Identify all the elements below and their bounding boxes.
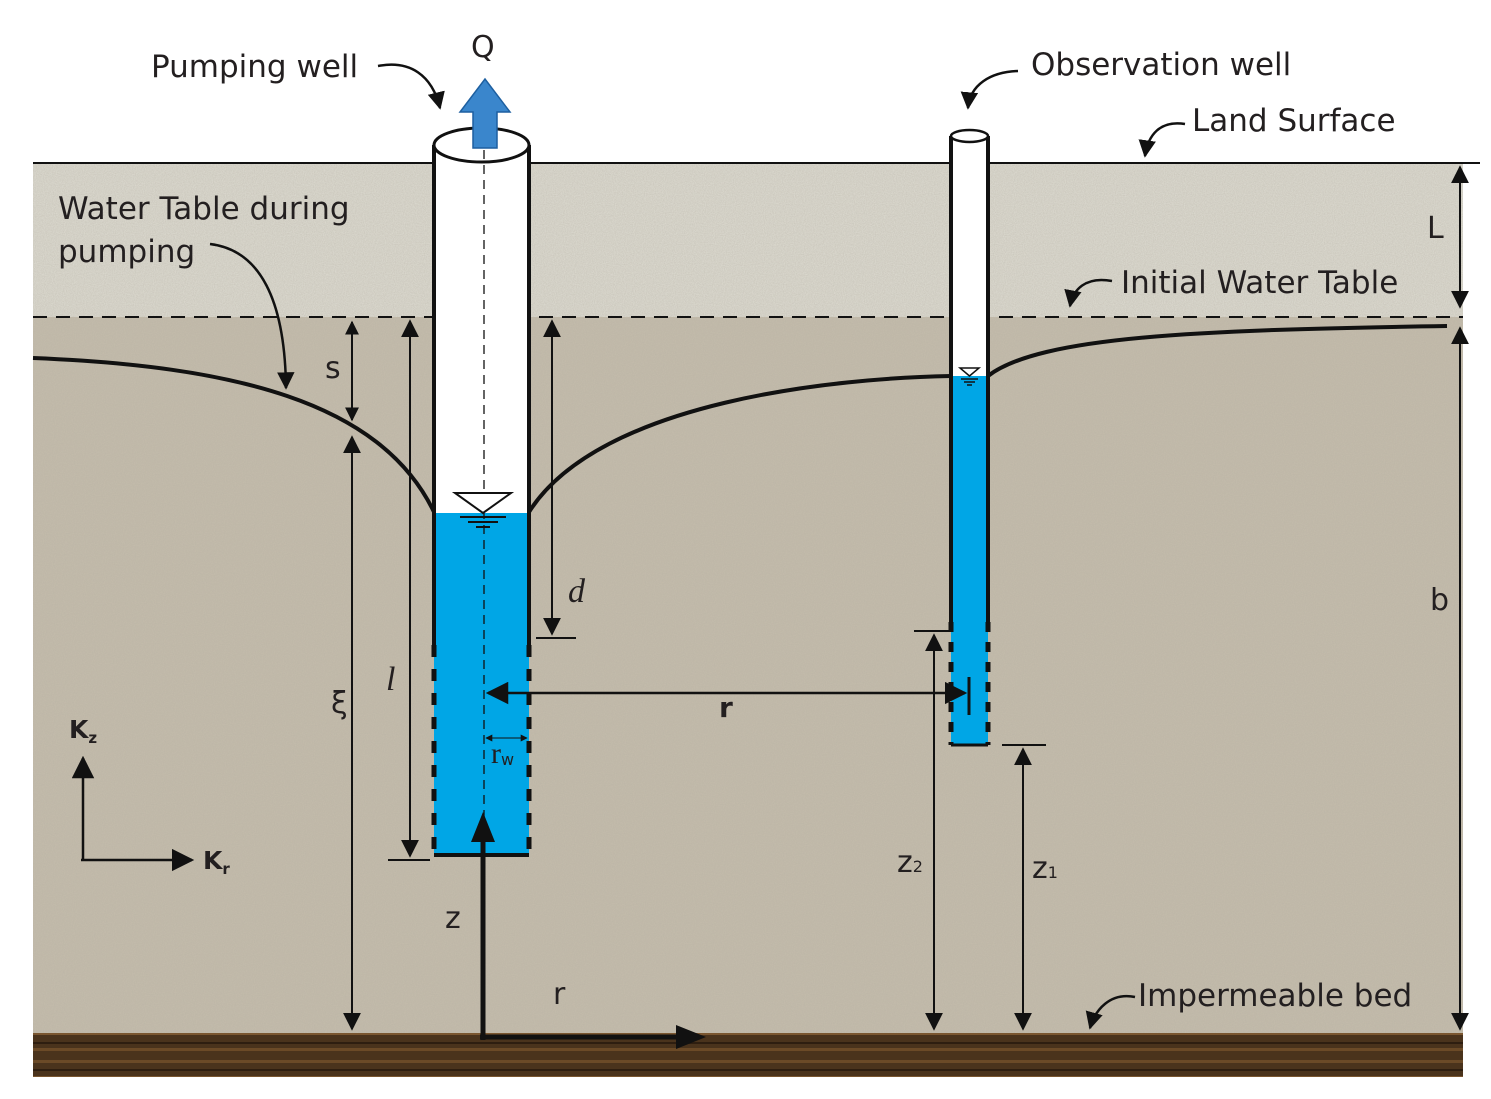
symbol-xi: ξ xyxy=(331,686,348,721)
dimensions xyxy=(343,162,1480,1031)
discharge-arrow xyxy=(458,77,512,149)
impermeable-bed-callout xyxy=(1085,994,1136,1030)
soil xyxy=(33,163,1463,1077)
label-initial-water-table: Initial Water Table xyxy=(1121,265,1398,301)
symbol-kz: Kz xyxy=(69,715,97,747)
land-surface-callout xyxy=(1138,122,1186,158)
pumping-well xyxy=(431,77,532,857)
callouts xyxy=(209,63,1186,1030)
label-water-table-pumping-1: Water Table during xyxy=(58,191,350,227)
label-water-table-pumping-2: pumping xyxy=(58,234,195,270)
symbol-rw: rw xyxy=(491,737,514,770)
drawdown-curve-right xyxy=(527,324,1448,514)
symbol-z-axis: z xyxy=(445,901,461,936)
symbol-d: d xyxy=(568,573,586,610)
symbol-r-distance: r xyxy=(719,691,733,724)
symbol-l: l xyxy=(386,661,395,698)
symbol-z2: z2 xyxy=(897,845,923,880)
observation-well xyxy=(948,128,991,747)
symbol-s: s xyxy=(325,351,341,386)
anisotropy-axes xyxy=(71,755,195,872)
symbol-z1: z1 xyxy=(1032,851,1058,886)
impermeable-bed-layer xyxy=(33,1033,1463,1077)
symbol-kr: Kr xyxy=(203,846,230,878)
label-pumping-well: Pumping well xyxy=(151,49,358,85)
soil-texture xyxy=(33,163,1463,1033)
water-level-symbol xyxy=(451,492,515,515)
initial-water-table-callout xyxy=(1064,278,1113,308)
symbol-L: L xyxy=(1427,211,1444,246)
obs-water-level-symbol xyxy=(957,367,982,377)
water-table-callout xyxy=(209,242,295,390)
label-observation-well: Observation well xyxy=(1031,47,1291,83)
pumping-well-water xyxy=(434,513,529,855)
pumping-well-callout xyxy=(377,63,445,110)
coordinate-axes xyxy=(471,812,706,1049)
label-impermeable-bed: Impermeable bed xyxy=(1138,978,1412,1014)
observation-well-callout xyxy=(960,69,1019,110)
label-land-surface: Land Surface xyxy=(1192,103,1396,139)
observation-well-top xyxy=(949,128,990,144)
symbol-b: b xyxy=(1430,583,1449,618)
symbol-Q: Q xyxy=(471,30,495,65)
symbol-r-axis: r xyxy=(553,977,566,1012)
